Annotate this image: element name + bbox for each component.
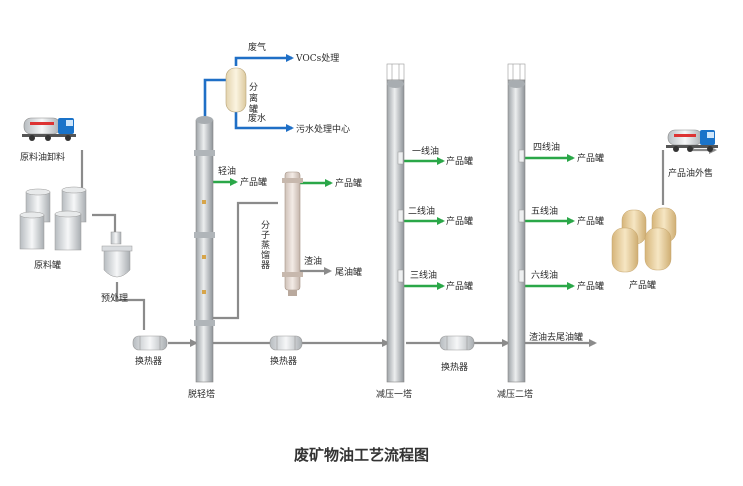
vac-tower2-label: 减压二塔 [497,388,533,400]
hx2-label: 换热器 [270,355,297,367]
product-tank-l4-label: 产品罐 [577,152,604,164]
process-pipes [78,146,717,347]
separator-label: 分离罐 [247,82,258,115]
diagram-title: 废矿物油工艺流程图 [294,446,429,464]
product-pipes [210,154,575,290]
molecular-distiller-icon [282,171,303,296]
product-tank-2-label: 产品罐 [335,177,362,189]
tail-tank-label: 尾油罐 [335,266,362,278]
line2-label: 二线油 [408,205,435,217]
mol-distill-label: 分子蒸馏器 [259,220,270,270]
separator-vessel-icon [225,67,247,113]
waste-gas-label: 废气 [248,41,266,53]
hx1-label: 换热器 [135,355,162,367]
light-oil-label: 轻油 [218,165,236,177]
heat-exchanger-2-icon [269,335,303,351]
vacuum-tower-1-icon [386,63,405,383]
line3-label: 三线油 [410,269,437,281]
product-tank-l5-label: 产品罐 [577,215,604,227]
light-tower-icon [194,116,215,383]
product-truck-icon [666,129,718,152]
vocs-label: VOCs处理 [295,52,339,64]
waste-water-label: 废水 [248,112,266,124]
vac-tower1-label: 减压一塔 [376,388,412,400]
line1-label: 一线油 [412,145,439,157]
product-tank-1-label: 产品罐 [240,176,267,188]
pretreat-vessel-icon [101,231,133,278]
product-tanks-icon [611,207,677,273]
vacuum-tower-2-icon [507,63,526,383]
gas-water-pipes [203,54,294,132]
product-tank-l2-label: 产品罐 [446,215,473,227]
pretreat-label: 预处理 [101,292,128,304]
product-tank-final-label: 产品罐 [629,279,656,291]
line6-label: 六线油 [531,269,558,281]
raw-tanks-icon [19,186,87,251]
line5-label: 五线油 [531,205,558,217]
product-tank-l3-label: 产品罐 [446,280,473,292]
product-tank-l6-label: 产品罐 [577,280,604,292]
raw-tank-label: 原料罐 [34,259,61,271]
sewage-center-label: 污水处理中心 [296,123,350,135]
residue-to-tail-label: 渣油去尾油罐 [529,331,583,343]
heat-exchanger-1-icon [132,335,168,351]
light-tower-label: 脱轻塔 [188,388,215,400]
residue-oil-label: 渣油 [304,255,322,267]
raw-oil-truck-icon [22,117,76,141]
raw-unload-label: 原料油卸料 [20,151,65,163]
product-tank-l1-label: 产品罐 [446,155,473,167]
product-export-label: 产品油外售 [668,167,713,179]
heat-exchanger-3-icon [439,335,475,351]
line4-label: 四线油 [533,141,560,153]
hx3-label: 换热器 [441,361,468,373]
